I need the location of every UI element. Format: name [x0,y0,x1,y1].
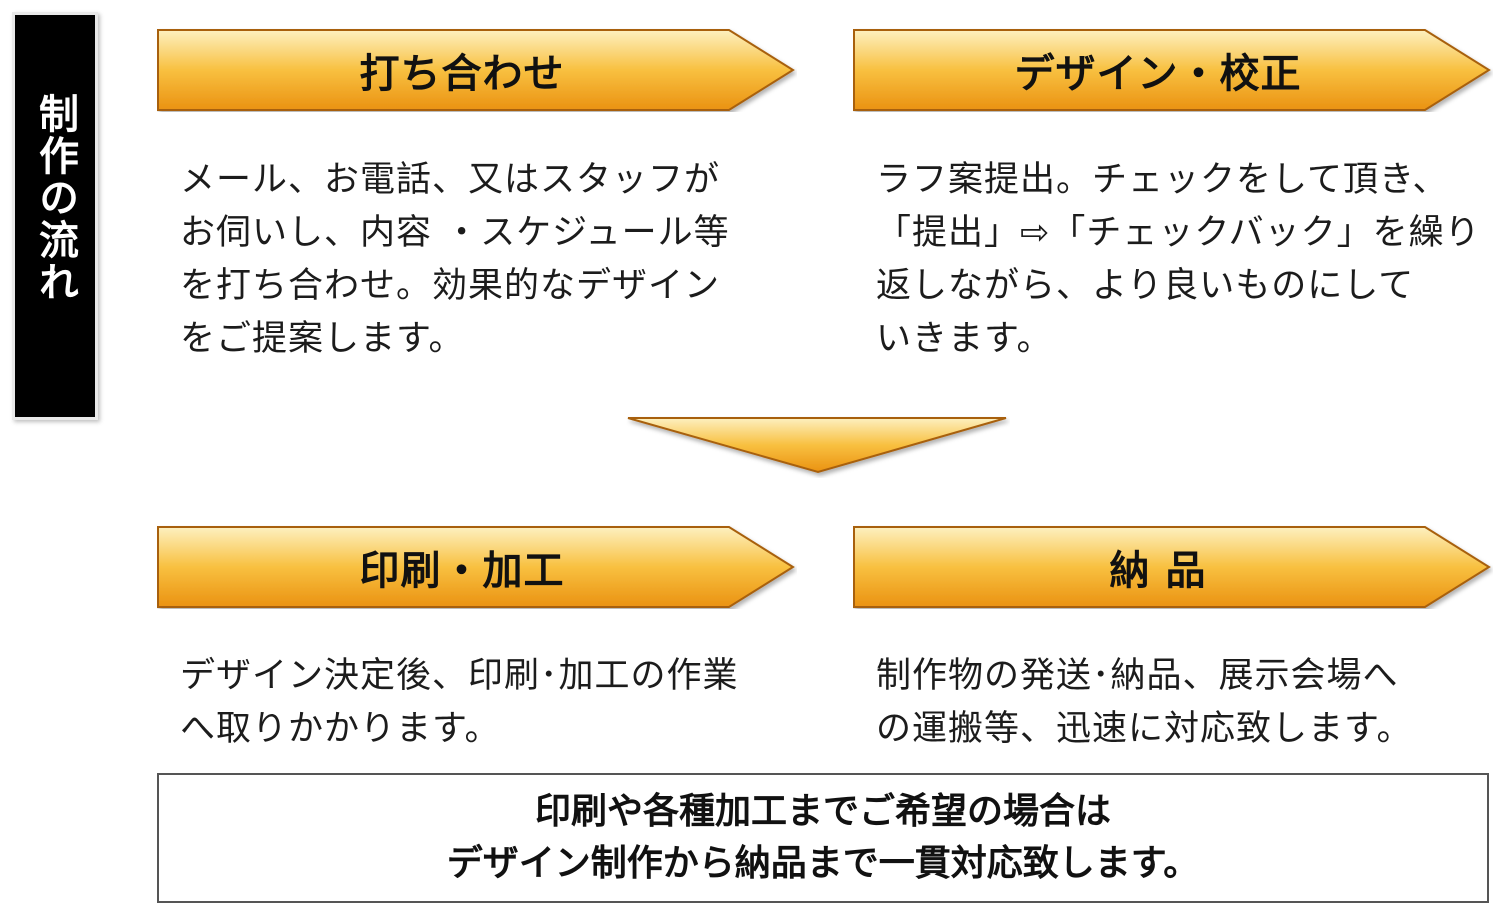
flow-sidebar: 制作の流れ [12,12,98,420]
summary-line: デザイン制作から納品まで一貫対応致します。 [446,843,1200,884]
step-title: 打ち合わせ [359,51,565,97]
step-arrow-shape [157,29,795,111]
step-title: 印刷・加工 [359,548,565,594]
step-delivery-description: 制作物の発送･納品、展示会場へ の運搬等、迅速に対応致します。 [876,650,1486,756]
summary-box: 印刷や各種加工までご希望の場合は デザイン制作から納品まで一貫対応致します。 [157,773,1489,903]
desc-line: 返しながら、より良いものにして [876,266,1415,306]
step-arrow-shape [157,526,795,608]
summary-line: 印刷や各種加工までご希望の場合は [534,791,1111,832]
step-design-description: ラフ案提出。チェックをして頂き、 「提出」⇨「チェックバック」を繰り 返しながら… [876,154,1486,366]
sidebar-label: 制作の流れ [32,93,78,303]
step-printing-arrow: 印刷・加工 [157,525,797,609]
desc-line: をご提案します。 [180,319,465,359]
step-meeting-arrow: 打ち合わせ [157,28,797,112]
desc-line: の運搬等、迅速に対応致します。 [876,709,1413,749]
desc-line: メール、お電話、又はスタッフが [180,160,721,200]
desc-line: 「提出」⇨「チェックバック」を繰り [876,213,1481,253]
down-arrow [627,417,1007,474]
desc-line: ラフ案提出。チェックをして頂き、 [876,160,1449,200]
desc-line: へ取りかかります。 [180,709,501,749]
desc-line: お伺いし、内容 ・スケジュール等 [180,213,730,253]
step-title: 納 品 [1109,548,1207,594]
desc-line: デザイン決定後、印刷･加工の作業 [180,656,739,696]
step-arrow-shape [853,526,1491,608]
step-delivery-arrow: 納 品 [853,525,1493,609]
desc-line: 制作物の発送･納品、展示会場へ [876,656,1399,696]
step-design-arrow: デザイン・校正 [853,28,1493,112]
desc-line: いきます。 [876,319,1053,359]
desc-line: を打ち合わせ。効果的なデザイン [180,266,721,306]
step-meeting-description: メール、お電話、又はスタッフが お伺いし、内容 ・スケジュール等 を打ち合わせ。… [180,154,790,366]
step-title: デザイン・校正 [1014,51,1302,97]
step-arrow-shape [853,29,1491,111]
step-printing-description: デザイン決定後、印刷･加工の作業 へ取りかかります。 [180,650,790,756]
